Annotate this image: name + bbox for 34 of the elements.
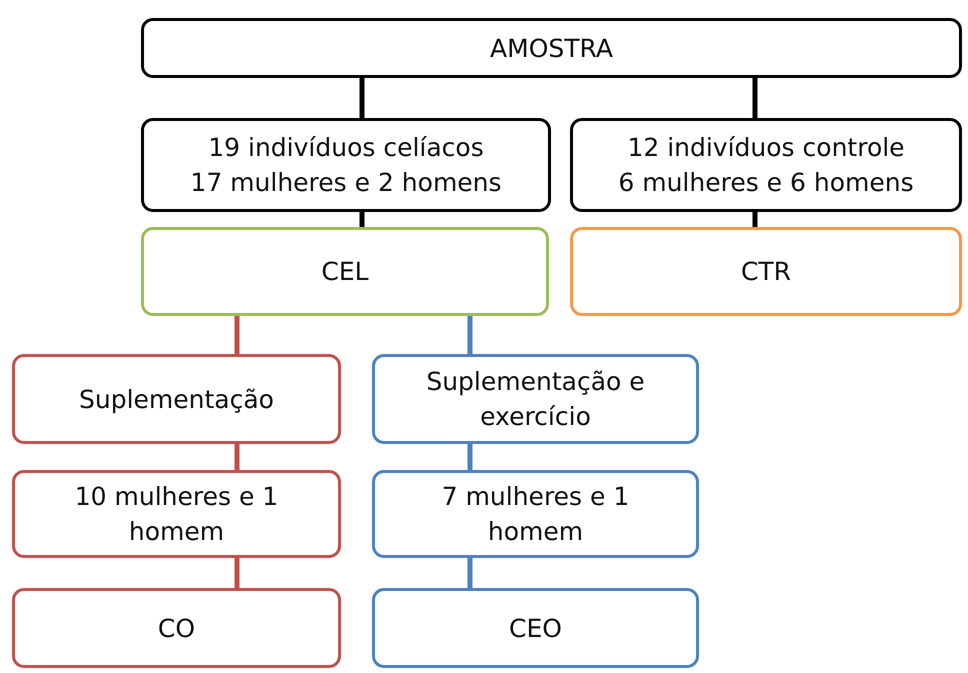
box-text: 6 mulheres e 6 homens: [618, 167, 914, 199]
process-box: [570, 118, 962, 212]
process-box: [12, 588, 341, 668]
process-box: [372, 588, 699, 668]
box-text: CTR: [740, 256, 792, 288]
box-text: CEL: [321, 256, 369, 288]
process-box: [12, 470, 341, 558]
connector-line: [468, 316, 472, 354]
connector-line: [360, 78, 364, 118]
connector-line: [234, 316, 240, 354]
process-box: [12, 354, 341, 444]
connector-line: [752, 78, 758, 118]
connector-line: [234, 558, 240, 588]
process-box: [372, 354, 699, 444]
process-box: [141, 118, 551, 212]
box-text: 17 mulheres e 2 homens: [190, 167, 502, 199]
box-text: 19 indivíduos celíacos: [208, 132, 484, 164]
box-text: CEO: [509, 612, 562, 644]
connector-line: [468, 558, 472, 588]
box-text: AMOSTRA: [490, 32, 613, 64]
connector-line: [360, 212, 364, 227]
box-text: 7 mulheres e 1 homem: [440, 481, 630, 548]
box-text: CO: [158, 612, 196, 644]
connector-line: [468, 444, 472, 470]
connector-line: [752, 212, 758, 227]
connector-line: [234, 444, 240, 470]
process-box: [141, 18, 962, 78]
box-text: 12 indivíduos controle: [627, 132, 905, 164]
process-box: [372, 470, 699, 558]
box-text: Suplementação e exercício: [425, 366, 646, 433]
process-box: [141, 227, 549, 316]
box-text: 10 mulheres e 1 homem: [74, 481, 280, 548]
process-box: [570, 227, 962, 316]
box-text: Suplementação: [79, 384, 274, 416]
